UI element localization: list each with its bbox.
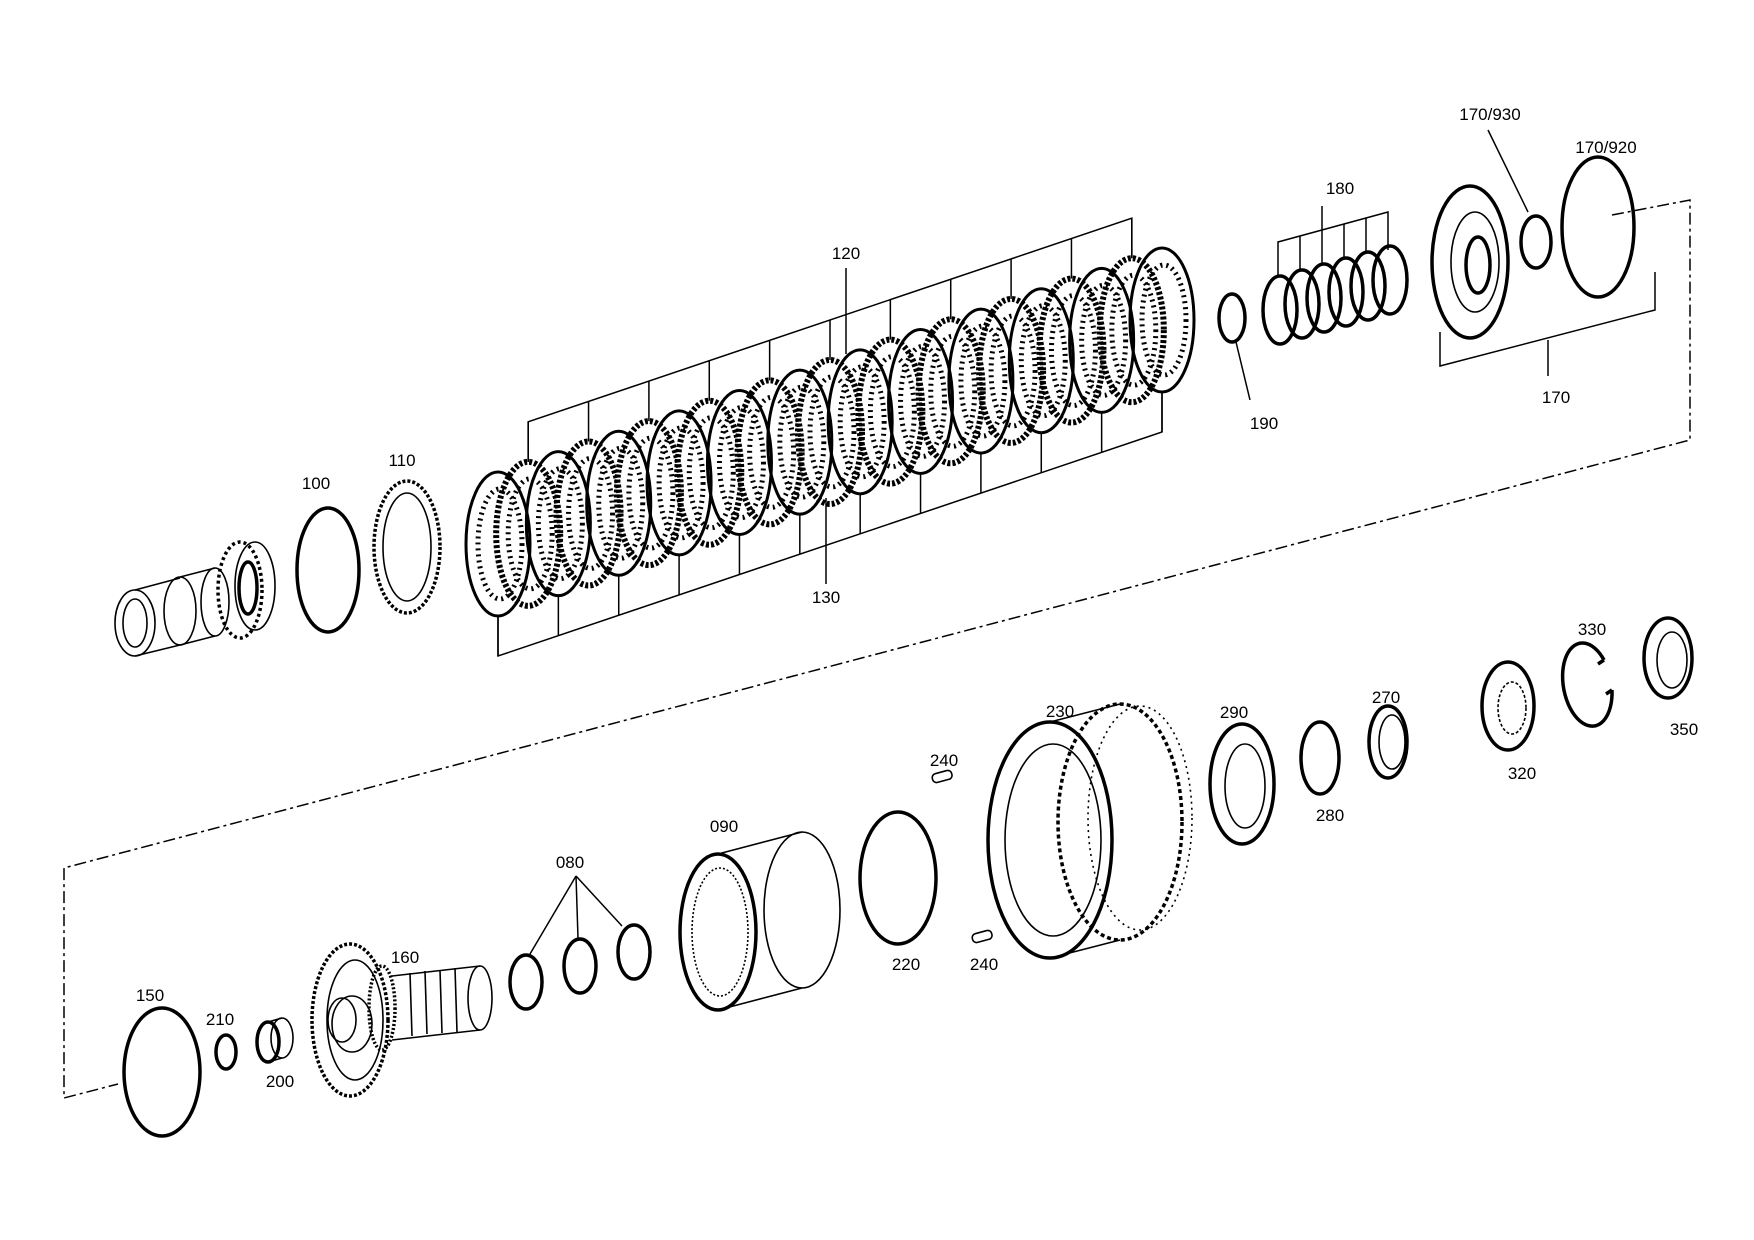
clutch-disc-inner: [898, 343, 948, 459]
clutch-disc: [553, 438, 624, 589]
clutch-disc: [915, 316, 986, 467]
clutch-disc-inner: [1109, 272, 1159, 388]
label-230: 230: [1046, 702, 1074, 721]
label-160: 160: [391, 948, 419, 967]
label-110: 110: [388, 451, 415, 470]
part-170-930-ring: [1519, 214, 1553, 270]
clutch-disc-inner: [596, 445, 646, 561]
clutch-disc-inner: [1048, 293, 1098, 409]
clutch-disc: [795, 357, 865, 507]
clutch-disc-pack-120-130: [464, 246, 1196, 618]
label-210: 210: [206, 1010, 234, 1029]
part-190-ring: [1217, 292, 1247, 344]
clutch-disc-inner: [1018, 303, 1068, 419]
part-350-ring: [1642, 616, 1694, 700]
label-170-930: 170/930: [1459, 105, 1520, 124]
clutch-disc: [855, 336, 926, 487]
part-100-o-ring: [295, 506, 361, 634]
label-290: 290: [1220, 703, 1248, 722]
clutch-disc: [493, 458, 564, 609]
label-180: 180: [1326, 179, 1354, 198]
label-120: 120: [832, 244, 860, 263]
clutch-disc-inner: [686, 415, 736, 531]
part-240-pin-lower: [971, 929, 993, 944]
bracket-130-line: [497, 392, 1163, 658]
label-200: 200: [266, 1072, 294, 1091]
clutch-disc: [1036, 275, 1107, 426]
clutch-disc-inner: [867, 354, 917, 470]
label-170-920: 170/920: [1575, 138, 1636, 157]
clutch-disc-inner: [807, 374, 857, 490]
part-110-disc: [372, 479, 442, 615]
part-160-gear-shaft: [310, 942, 493, 1098]
label-330: 330: [1578, 620, 1606, 639]
clutch-disc-inner: [566, 455, 616, 571]
clutch-disc: [1096, 255, 1167, 406]
clutch-disc-inner: [958, 323, 1008, 439]
clutch-disc-inner: [626, 435, 676, 551]
clutch-disc-inner: [475, 486, 525, 602]
part-240-pin-upper: [931, 769, 953, 784]
part-330-snap-ring: [1560, 641, 1614, 728]
label-270: 270: [1372, 688, 1400, 707]
part-200-bushing: [255, 1017, 294, 1064]
part-170-bracket: [1439, 272, 1656, 367]
label-150: 150: [136, 986, 164, 1005]
clutch-disc-inner: [505, 476, 555, 592]
clutch-disc-inner: [1079, 282, 1129, 398]
label-080: 080: [556, 853, 584, 872]
assembly-axis-line: [63, 199, 1691, 1099]
clutch-disc: [976, 295, 1047, 446]
clutch-disc: [734, 377, 805, 528]
clutch-disc-inner: [656, 425, 706, 541]
label-090: 090: [710, 817, 738, 836]
label-280: 280: [1316, 806, 1344, 825]
part-210-ring: [214, 1033, 238, 1071]
part-170-piston: [1430, 184, 1510, 340]
part-090-sleeve: [678, 831, 841, 1012]
clutch-disc-inner: [837, 364, 887, 480]
clutch-disc-inner: [988, 313, 1038, 429]
clutch-disc: [645, 409, 713, 557]
part-080-ring-set: [508, 875, 652, 1011]
label-220: 220: [892, 955, 920, 974]
label-130: 130: [812, 588, 840, 607]
part-170-920-ring: [1560, 155, 1636, 299]
part-120-bracket: [527, 217, 1133, 462]
part-150-o-ring: [122, 1006, 202, 1138]
label-350: 350: [1670, 720, 1698, 739]
clutch-disc-inner: [535, 466, 585, 582]
part-230-clutch-drum: [986, 702, 1193, 960]
clutch-disc-inner: [928, 333, 978, 449]
label-240-upper: 240: [930, 751, 958, 770]
clutch-disc: [705, 389, 773, 537]
part-220-o-ring: [858, 810, 938, 946]
part-320-bearing: [1480, 660, 1536, 752]
label-100: 100: [302, 474, 330, 493]
part-130-bracket: [497, 392, 1163, 658]
label-320: 320: [1508, 764, 1536, 783]
clutch-disc-inner: [747, 394, 797, 510]
part-180-spring-set: [1261, 206, 1409, 346]
label-170: 170: [1542, 388, 1570, 407]
part-270-ring: [1367, 704, 1409, 780]
label-240-lower: 240: [970, 955, 998, 974]
part-280-ring: [1299, 720, 1341, 796]
label-190: 190: [1250, 414, 1278, 433]
clutch-disc-inner: [1139, 262, 1189, 378]
part-290-seal: [1208, 722, 1276, 846]
clutch-disc-inner: [716, 405, 766, 521]
clutch-disc-inner: [777, 384, 827, 500]
shaft-hub-part: [114, 540, 276, 657]
